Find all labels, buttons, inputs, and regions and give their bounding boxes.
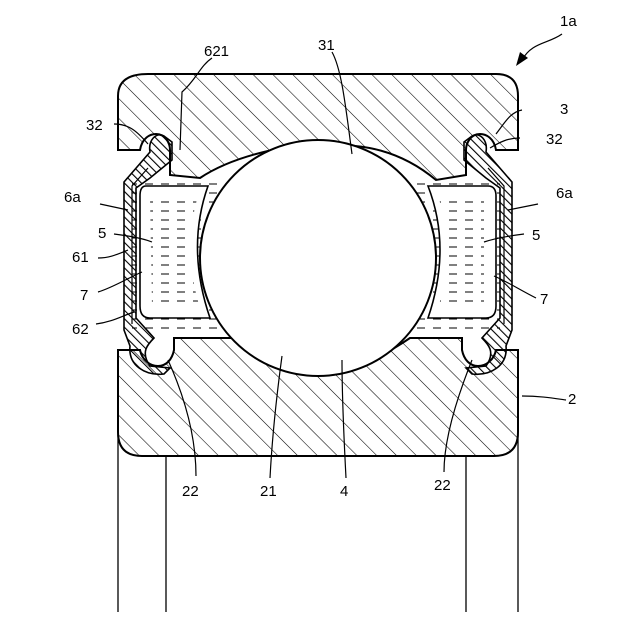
assembly-leader <box>522 34 562 60</box>
label-32-right: 32 <box>546 131 563 148</box>
label-5-left: 5 <box>98 225 106 242</box>
label-6a-left: 6a <box>64 189 81 206</box>
label-32-left: 32 <box>86 117 103 134</box>
label-61: 61 <box>72 249 89 266</box>
label-4: 4 <box>340 483 348 500</box>
label-7-left: 7 <box>80 287 88 304</box>
label-7-right: 7 <box>540 291 548 308</box>
label-21: 21 <box>260 483 277 500</box>
label-3: 3 <box>560 101 568 118</box>
label-22-left: 22 <box>182 483 199 500</box>
label-1a: 1a <box>560 13 577 30</box>
label-6a-right: 6a <box>556 185 573 202</box>
label-621: 621 <box>204 43 229 60</box>
label-22-right: 22 <box>434 477 451 494</box>
label-5-right: 5 <box>532 227 540 244</box>
ball <box>200 140 436 376</box>
label-62: 62 <box>72 321 89 338</box>
label-31: 31 <box>318 37 335 54</box>
label-2: 2 <box>568 391 576 408</box>
